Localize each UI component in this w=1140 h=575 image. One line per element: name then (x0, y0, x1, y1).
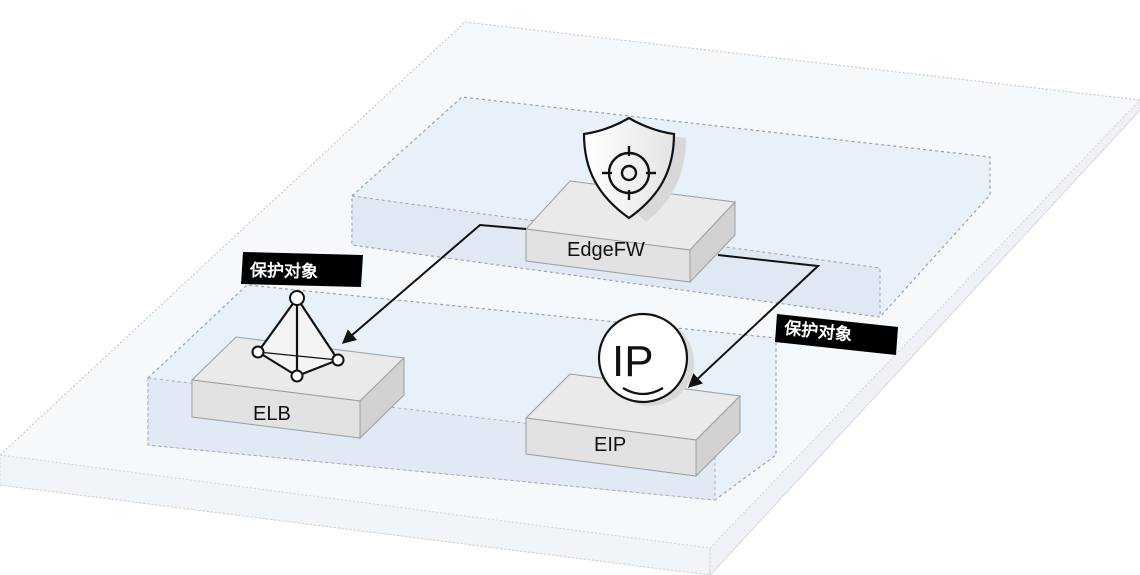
edgefw-block-side (689, 200, 736, 284)
outer-layer-side-right (709, 99, 1140, 575)
load-balancer-pyramid-icon (251, 290, 345, 383)
outer-layer-side (0, 454, 711, 575)
shield-target-icon (582, 116, 686, 222)
ip-icon-text: IP (612, 337, 654, 386)
edgefw-to-elb-arrow (341, 223, 527, 344)
eip-protected-tag: 保护对象 (775, 314, 898, 355)
elb-label: ELB (253, 403, 291, 425)
ip-smile-icon: IP (597, 312, 694, 406)
edgefw-to-eip-arrow (687, 254, 821, 388)
elb-node[interactable]: ELB (190, 290, 406, 440)
eip-label: EIP (594, 434, 626, 456)
edgefw-label: EdgeFW (567, 239, 645, 261)
edgefw-node[interactable]: EdgeFW (524, 116, 737, 284)
elb-protected-tag: 保护对象 (241, 252, 363, 287)
eip-node[interactable]: IP EIP (524, 312, 742, 478)
elb-tag-text: 保护对象 (249, 260, 318, 283)
eip-block-side (695, 394, 741, 478)
elb-block-side (359, 356, 405, 440)
